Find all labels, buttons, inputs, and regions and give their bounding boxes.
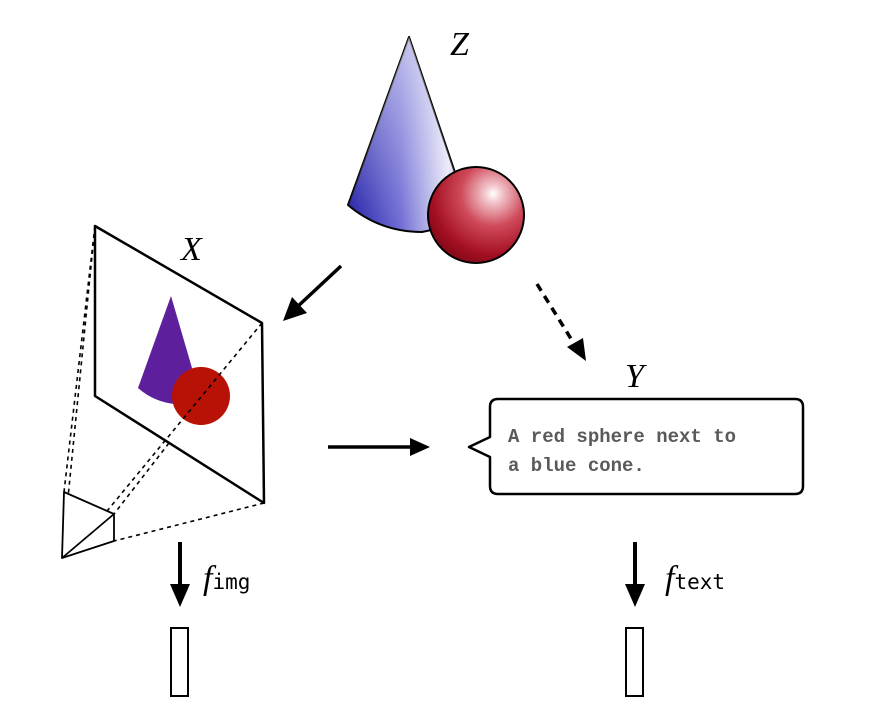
image-plane-x [69,224,266,557]
label-z: Z [450,26,470,63]
dark-red-sphere-shape [172,367,230,425]
camera-icon [61,491,115,559]
arrow-z-to-y-dashed [535,283,586,361]
text-encoder-arrow [625,542,645,607]
label-x: X [179,231,203,268]
image-embedding-box [170,627,189,697]
arrow-x-to-y [328,438,430,456]
text-encoder-label: ftext [665,560,725,597]
scene-z-illustration [347,36,525,264]
purple-cone-shape [138,296,192,404]
red-sphere-shape [427,166,525,264]
caption-line-2: a blue cone. [508,455,645,477]
arrow-z-to-x [283,264,343,321]
caption-bubble: A red sphere next to a blue cone. [467,397,805,496]
text-embedding-box [625,627,644,697]
label-y: Y [625,358,647,395]
caption-line-1: A red sphere next to [508,426,736,448]
image-encoder-arrow [170,542,190,607]
image-encoder-label: fimg [203,560,250,597]
